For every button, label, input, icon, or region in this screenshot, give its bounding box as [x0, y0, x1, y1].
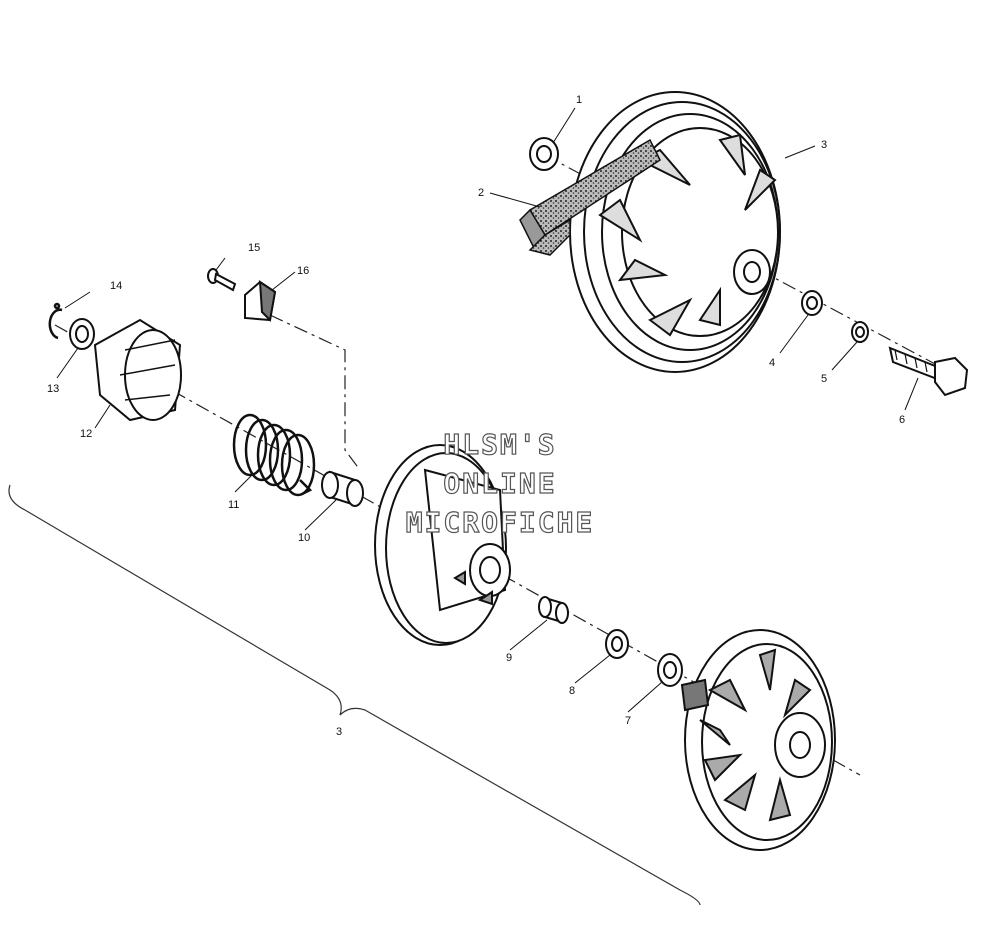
label-1: 1 — [576, 94, 582, 106]
label-2: 2 — [478, 187, 484, 199]
label-6: 6 — [899, 414, 905, 426]
label-5: 5 — [821, 373, 827, 385]
label-15: 15 — [248, 242, 260, 254]
label-12: 12 — [80, 428, 92, 440]
label-4: 4 — [769, 357, 775, 369]
label-11: 11 — [228, 499, 239, 511]
part-8-washer — [605, 629, 629, 659]
part-6-bolt — [888, 346, 969, 397]
part-1-washer — [529, 137, 559, 171]
label-16: 16 — [297, 265, 309, 277]
part-3-driven-clutch — [569, 91, 781, 373]
stationary-sheave — [680, 629, 836, 851]
part-9-bushing — [538, 596, 569, 624]
part-5-lock-washer — [851, 321, 869, 343]
watermark-line-2: ONLINE — [443, 466, 557, 500]
assembly-bracket — [8, 484, 701, 906]
label-10: 10 — [298, 532, 310, 544]
label-9: 9 — [506, 652, 512, 664]
part-15-screw — [207, 268, 237, 292]
part-4-washer — [801, 290, 823, 316]
part-7-washer — [657, 653, 683, 687]
center-axis-lines — [54, 154, 966, 776]
label-3: 3 — [821, 139, 827, 151]
watermark-line-3: MICROFICHE — [405, 505, 595, 539]
part-11-spring — [232, 413, 316, 497]
label-13: 13 — [47, 383, 59, 395]
moveable-sheave — [374, 444, 511, 646]
leader-lines — [56, 107, 919, 713]
part-13-washer — [69, 318, 95, 350]
part-14-snap-ring — [48, 302, 63, 340]
part-12-cam — [93, 318, 182, 422]
part-16-weight — [244, 280, 277, 323]
label-8: 8 — [569, 685, 575, 697]
watermark-line-1: HLSM'S — [443, 427, 557, 461]
label-7: 7 — [625, 715, 631, 727]
part-2-drive-belt — [519, 138, 661, 256]
part-10-bushing — [321, 470, 364, 507]
label-14: 14 — [110, 280, 122, 292]
label-bracket-3: 3 — [336, 726, 342, 738]
